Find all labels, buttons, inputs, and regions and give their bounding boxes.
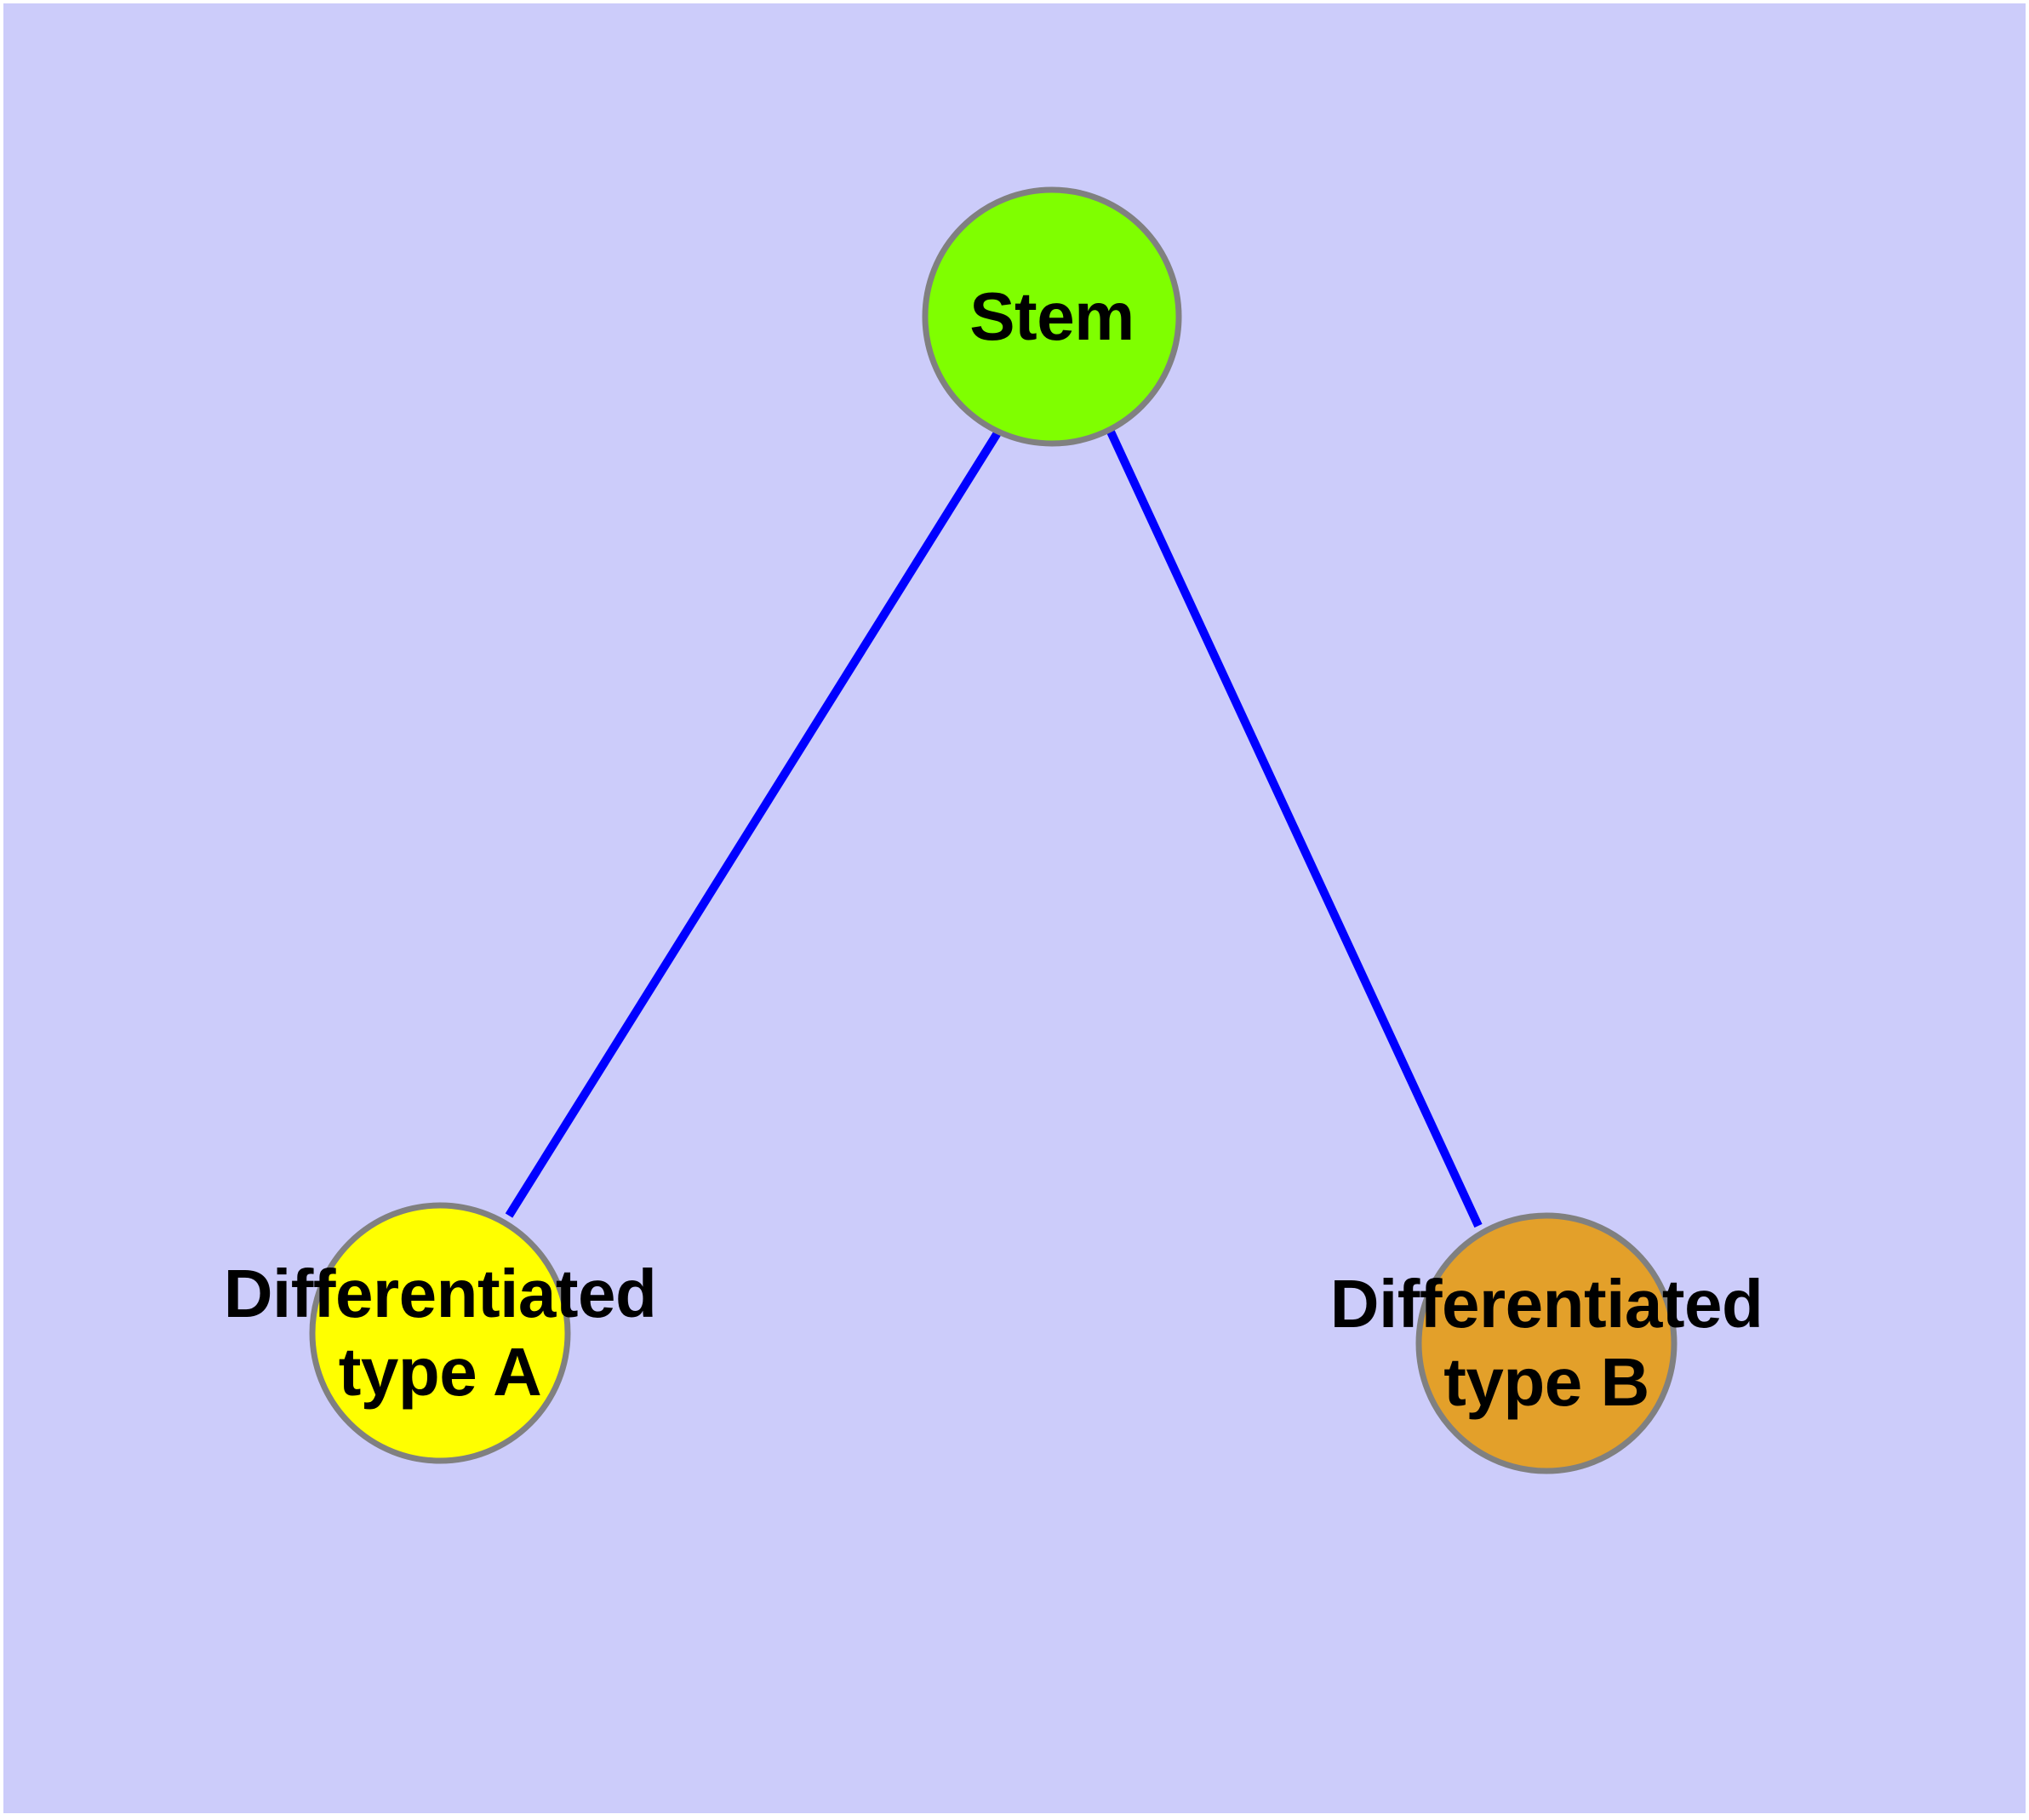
- nodes-layer: [309, 186, 1677, 1474]
- graph-edge-stem-diff_b[interactable]: [1106, 427, 1483, 1228]
- graph-node-stem[interactable]: [922, 186, 1182, 447]
- graph-node-diff_a[interactable]: [309, 1202, 571, 1464]
- graph-node-diff_b[interactable]: [1415, 1212, 1677, 1474]
- edges-layer: [505, 427, 1483, 1228]
- graph-edge-stem-diff_a[interactable]: [505, 429, 1003, 1218]
